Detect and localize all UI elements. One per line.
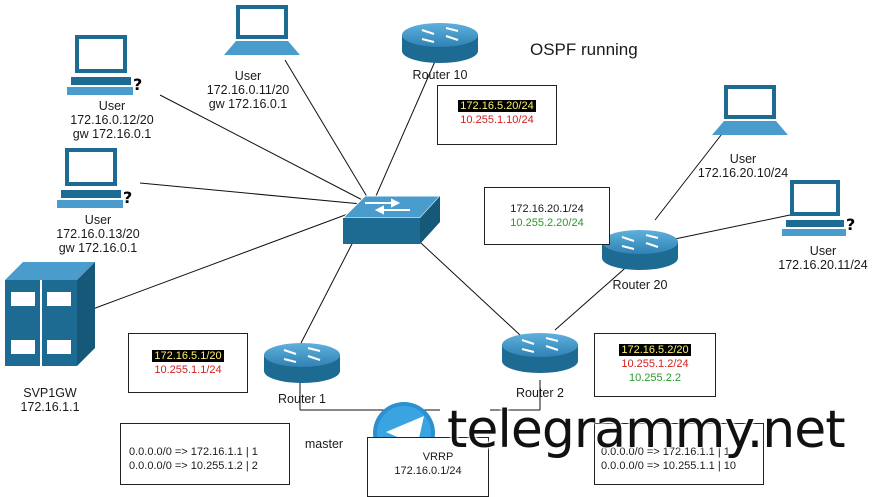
router-2-ip-box: 172.16.5.2/20 10.255.1.2/24 10.255.2.2 [594, 333, 716, 397]
laptop-icon [224, 5, 300, 55]
router-10-ip-box: 172.16.5.20/24 10.255.1.10/24 [437, 85, 557, 145]
computer-icon: ? [782, 180, 855, 236]
router-10-label: Router 10 [412, 68, 468, 82]
router-2-routes: 0.0.0.0/0 => 172.16.1.1 | 1 0.0.0.0/0 =>… [594, 423, 764, 485]
page-title: OSPF running [530, 40, 638, 59]
router-icon [502, 333, 578, 373]
server-icon [5, 262, 95, 366]
router-20-label: Router 20 [612, 278, 668, 292]
laptop-icon [712, 85, 788, 135]
vrrp-box: VRRP 172.16.0.1/24 [367, 437, 489, 497]
computer-icon: ? [57, 148, 132, 208]
router-20-ip-box: 172.16.20.1/24 10.255.2.20/24 [484, 187, 610, 245]
router-1-ip-box: 172.16.5.1/20 10.255.1.1/24 [128, 333, 248, 393]
computer-icon: ? [67, 35, 142, 95]
router-icon [264, 343, 340, 383]
vrrp-master-label: master [304, 437, 344, 451]
router-icon [602, 230, 678, 270]
router-1-label: Router 1 [278, 392, 326, 406]
router-2-label: Router 2 [516, 386, 564, 400]
svg-text:?: ? [846, 215, 855, 234]
switch-icon [341, 195, 442, 244]
router-icon [402, 23, 478, 63]
svg-text:?: ? [133, 75, 142, 94]
router-1-routes: 0.0.0.0/0 => 172.16.1.1 | 1 0.0.0.0/0 =>… [120, 423, 290, 485]
svg-text:?: ? [123, 188, 132, 207]
watermark-text: telegrammy.net [447, 400, 846, 460]
